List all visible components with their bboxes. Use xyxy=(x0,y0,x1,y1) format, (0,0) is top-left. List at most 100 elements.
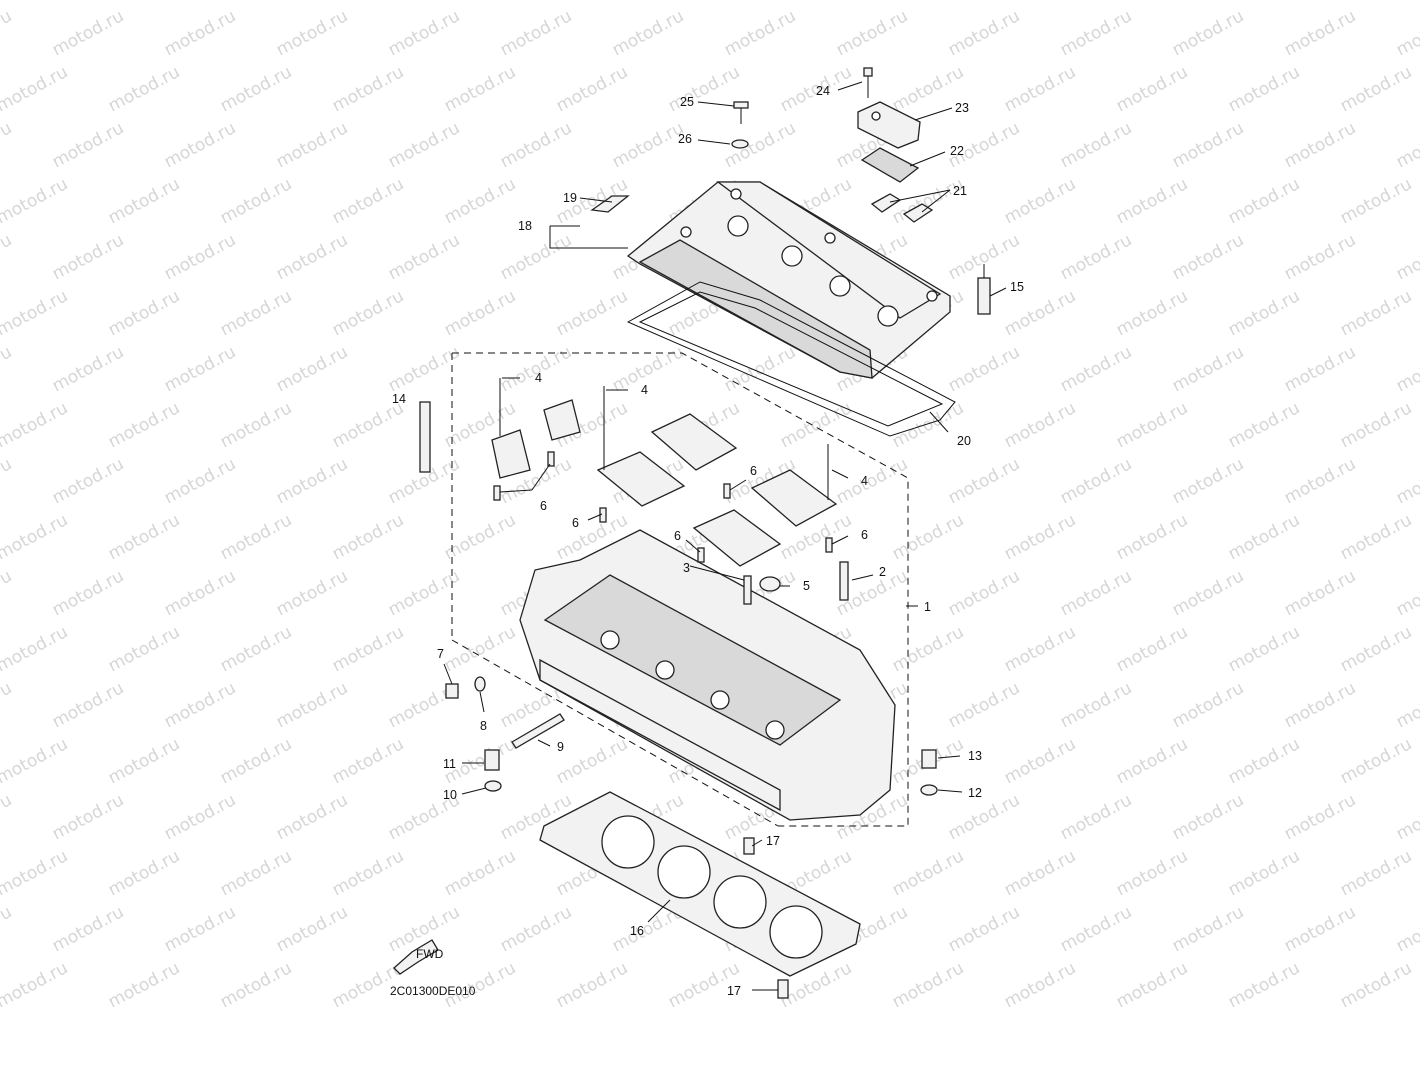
watermark-text: motod.ru xyxy=(553,62,631,116)
watermark-text: motod.ru xyxy=(721,6,799,60)
watermark-text: motod.ru xyxy=(49,342,127,396)
watermark-text: motod.ru xyxy=(1225,62,1303,116)
watermark-text: motod.ru xyxy=(329,846,407,900)
watermark-text: motod.ru xyxy=(1057,678,1135,732)
watermark-text: motod.ru xyxy=(0,398,71,452)
cap-bolts xyxy=(499,378,829,500)
watermark-text: motod.ru xyxy=(105,62,183,116)
watermark-text: motod.ru xyxy=(1001,734,1079,788)
callout-25: 25 xyxy=(680,95,694,109)
watermark-text: motod.ru xyxy=(1337,174,1415,228)
watermark-text: motod.ru xyxy=(217,62,295,116)
watermark-text: motod.ru xyxy=(49,230,127,284)
watermark-text: motod.ru xyxy=(105,622,183,676)
watermark-text: motod.ru xyxy=(217,510,295,564)
assembly-boundary xyxy=(451,352,909,827)
watermark-text: motod.ru xyxy=(1001,398,1079,452)
watermark-text: motod.ru xyxy=(945,454,1023,508)
watermark-text: motod.ru xyxy=(1057,118,1135,172)
watermark-text: motod.ru xyxy=(1281,454,1359,508)
callout-1: 1 xyxy=(924,600,931,614)
callout-5: 5 xyxy=(803,579,810,593)
watermark-text: motod.ru xyxy=(553,286,631,340)
watermark-text: motod.ru xyxy=(1001,846,1079,900)
dowel-pin-17-upper xyxy=(743,837,755,855)
callout-19: 19 xyxy=(563,191,577,205)
watermark-text: motod.ru xyxy=(1337,510,1415,564)
breather-cover xyxy=(857,101,921,149)
watermark-text: motod.ru xyxy=(273,566,351,620)
drawing-code: 2C01300DE010 xyxy=(390,984,476,998)
watermark-text: motod.ru xyxy=(0,342,15,396)
head-cover-gasket xyxy=(626,281,956,437)
camshaft-cap-4 xyxy=(750,469,838,527)
watermark-text: motod.ru xyxy=(0,678,15,732)
watermark-text: motod.ru xyxy=(0,174,71,228)
callout-6: 6 xyxy=(572,516,579,530)
watermark-text: motod.ru xyxy=(609,6,687,60)
watermark-text: motod.ru xyxy=(945,790,1023,844)
leader-lines xyxy=(443,81,1007,991)
watermark-text: motod.ru xyxy=(1393,118,1420,172)
watermark-text: motod.ru xyxy=(1057,6,1135,60)
watermark-text: motod.ru xyxy=(161,566,239,620)
o-ring-8 xyxy=(474,676,486,692)
watermark-text: motod.ru xyxy=(945,6,1023,60)
watermark-text: motod.ru xyxy=(105,286,183,340)
watermark-text: motod.ru xyxy=(945,902,1023,956)
watermark-text: motod.ru xyxy=(497,6,575,60)
callout-20: 20 xyxy=(957,434,971,448)
breather-clips xyxy=(870,193,934,223)
breather-plate xyxy=(860,147,920,183)
callout-12: 12 xyxy=(968,786,982,800)
watermark-text: motod.ru xyxy=(0,62,71,116)
cover-bolt-25 xyxy=(733,101,749,124)
watermark-text: motod.ru xyxy=(553,958,631,1012)
watermark-text: motod.ru xyxy=(1057,454,1135,508)
watermark-text: motod.ru xyxy=(273,902,351,956)
watermark-text: motod.ru xyxy=(609,342,687,396)
watermark-text: motod.ru xyxy=(1337,286,1415,340)
watermark-text: motod.ru xyxy=(1281,566,1359,620)
plug-11 xyxy=(484,749,500,771)
watermark-text: motod.ru xyxy=(889,510,967,564)
callout-14: 14 xyxy=(392,392,406,406)
watermark-text: motod.ru xyxy=(889,846,967,900)
watermark-text: motod.ru xyxy=(105,958,183,1012)
watermark-text: motod.ru xyxy=(49,566,127,620)
spark-plug xyxy=(977,264,991,315)
watermark-text: motod.ru xyxy=(1113,622,1191,676)
watermark-text: motod.ru xyxy=(217,0,295,4)
watermark-text: motod.ru xyxy=(1393,566,1420,620)
watermark-text: motod.ru xyxy=(777,398,855,452)
watermark-text: motod.ru xyxy=(329,398,407,452)
callout-6: 6 xyxy=(540,499,547,513)
watermark-text: motod.ru xyxy=(1057,902,1135,956)
watermark-text: motod.ru xyxy=(161,678,239,732)
watermark-text: motod.ru xyxy=(1225,510,1303,564)
watermark-text: motod.ru xyxy=(1393,6,1420,60)
watermark-text: motod.ru xyxy=(1337,846,1415,900)
watermark-text: motod.ru xyxy=(0,286,71,340)
callout-4: 4 xyxy=(641,383,648,397)
callout-21: 21 xyxy=(953,184,967,198)
watermark-text: motod.ru xyxy=(1281,342,1359,396)
watermark-text: motod.ru xyxy=(1281,678,1359,732)
watermark-text: motod.ru xyxy=(161,230,239,284)
watermark-text: motod.ru xyxy=(1393,678,1420,732)
watermark-text: motod.ru xyxy=(553,0,631,4)
watermark-text: motod.ru xyxy=(441,174,519,228)
watermark-text: motod.ru xyxy=(0,958,71,1012)
collar xyxy=(759,576,781,592)
watermark-text: motod.ru xyxy=(1169,454,1247,508)
watermark-text: motod.ru xyxy=(1225,0,1303,4)
watermark-text: motod.ru xyxy=(273,454,351,508)
cylinder-head-gasket xyxy=(539,791,861,977)
stud-pin xyxy=(743,575,752,605)
callout-7: 7 xyxy=(437,647,444,661)
watermark-text: motod.ru xyxy=(217,174,295,228)
callout-13: 13 xyxy=(968,749,982,763)
watermark-text: motod.ru xyxy=(1001,62,1079,116)
watermark-text: motod.ru xyxy=(1169,118,1247,172)
camshaft-cap-2 xyxy=(650,413,738,471)
